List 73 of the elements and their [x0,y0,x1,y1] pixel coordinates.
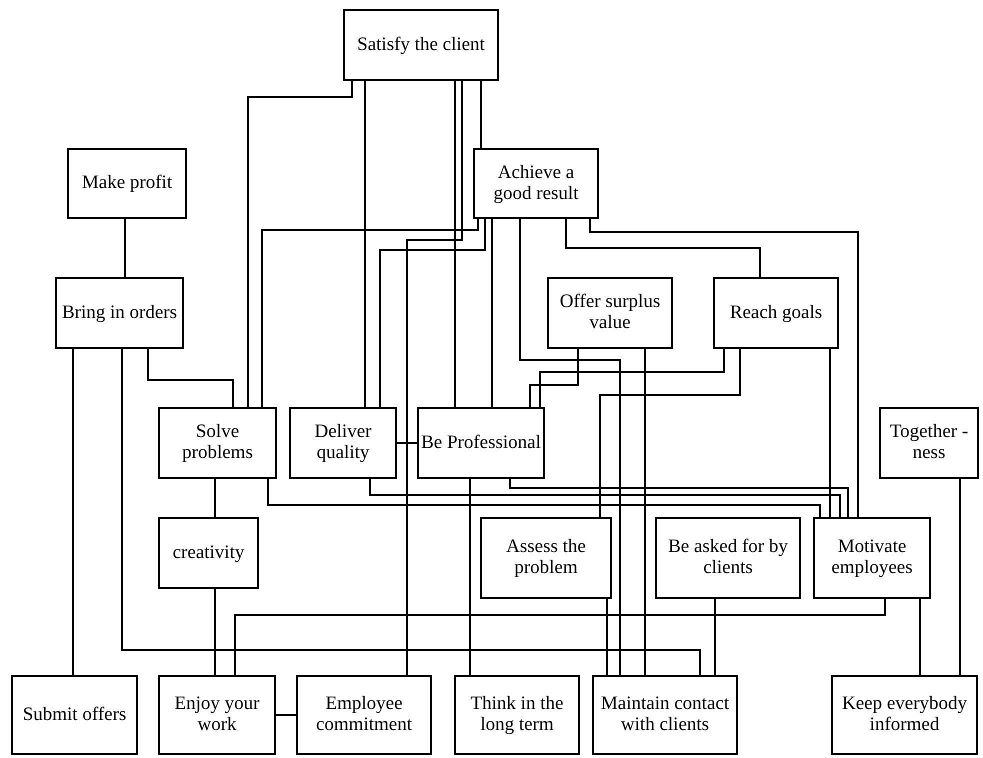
connector-line [121,349,701,675]
concept-box [592,675,738,755]
connector-line [72,349,74,675]
concept-box [813,517,931,599]
connector-line [397,442,417,444]
box-label: Be Professional [421,432,541,454]
connector-line [539,349,725,407]
box-label: Think in the long term [470,694,564,736]
concept-box [547,277,673,349]
box-label: Reach goals [730,302,822,324]
connector-line [491,219,493,407]
box-label: Bring in orders [62,302,178,324]
box-label: Submit offers [22,704,126,726]
box-label: Achieve a good result [492,162,580,204]
concept-box [158,407,277,479]
connector-line [234,599,886,675]
connector-line [469,479,471,675]
connector-line [267,479,821,517]
concept-box [713,277,839,349]
box-label: creativity [172,542,244,564]
connector-line [959,479,961,675]
concept-box [480,517,612,599]
connector-line [214,589,216,675]
connector-line [147,349,234,407]
concept-box [831,675,978,755]
connector-line [214,479,216,517]
connector-line [454,81,456,407]
connector-line [606,599,608,675]
connector-line [509,479,849,517]
box-label: Offer surplus value [558,292,662,334]
concept-box [655,517,801,599]
box-label: Keep everybody informed [840,694,968,736]
connector-line [276,714,296,716]
connector-line [406,81,463,675]
concept-box [55,277,184,349]
concept-box [11,675,138,755]
concept-box [473,148,599,219]
box-label: Be asked for by clients [667,537,789,579]
box-label: Deliver quality [314,422,372,464]
concept-box [67,148,187,219]
concept-box [343,9,499,81]
connector-line [247,81,353,407]
box-label: Solve problems [181,422,254,464]
box-label: Employee commitment [314,694,414,736]
connector-line [714,599,716,675]
concept-box [158,675,276,755]
concept-box [289,407,397,479]
connector-line [599,349,741,517]
connector-line [364,81,366,407]
box-label: Maintain contact with clients [600,694,730,736]
connector-line [919,599,921,675]
concept-box [417,407,545,479]
connector-line [829,349,831,517]
connector-line [529,349,579,407]
connector-line [261,219,479,407]
box-label: Enjoy your work [174,694,260,736]
connector-line [644,349,646,675]
box-label: Satisfy the client [357,34,485,56]
connector-line [369,479,841,517]
box-label: Make profit [82,173,172,194]
box-label: Assess the problem [505,537,587,579]
connector-line [565,219,761,277]
concept-box [296,675,432,755]
connector-line [519,219,621,675]
concept-box [454,675,580,755]
connector-line [124,219,126,277]
connector-line [589,219,859,517]
concept-box [879,407,979,479]
box-label: Motivate employees [830,537,914,579]
concept-box [158,517,259,589]
connector-line [379,219,486,407]
connector-line [480,81,482,148]
box-label: Together -ness [888,422,970,464]
